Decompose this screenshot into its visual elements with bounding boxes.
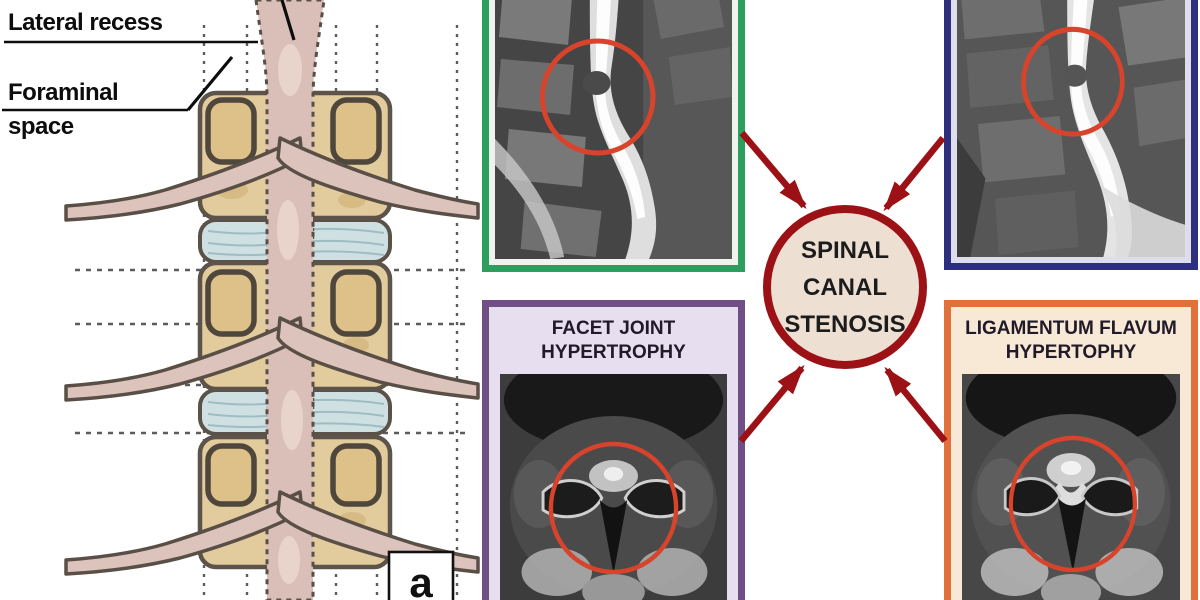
facet-panel-title: FACET JOINT HYPERTROPHY <box>500 317 727 366</box>
sagittal-mri-image <box>957 0 1185 257</box>
pedicles <box>205 97 382 507</box>
vertebrae-shadows <box>957 0 1185 257</box>
converging-arrows <box>738 130 948 444</box>
foraminal-space-label-line1: Foraminal <box>8 79 118 106</box>
nerve-roots <box>64 136 480 576</box>
flavum-title-line2: HYPERTOPHY <box>1005 342 1137 364</box>
mri-panel-flavum-hypertrophy: LIGAMENTUM FLAVUM HYPERTOPHY <box>944 300 1198 600</box>
red-annotation-circle <box>539 38 656 156</box>
panel-letter-box: a <box>387 550 455 600</box>
flavum-panel-title: LIGAMENTUM FLAVUM HYPERTOPHY <box>962 317 1180 366</box>
mri-panel-facet-hypertrophy: FACET JOINT HYPERTROPHY <box>482 300 745 600</box>
red-annotation-circle <box>548 441 679 574</box>
facet-title-line2: HYPERTROPHY <box>541 342 686 364</box>
red-annotation-circle <box>1021 26 1125 137</box>
sagittal-mri-image <box>495 0 732 259</box>
stenosis-circle <box>763 205 927 369</box>
arrow-bottom-left <box>738 364 805 444</box>
facet-title-line1: FACET JOINT <box>551 318 676 339</box>
lateral-recess-label: Lateral recess <box>8 9 163 36</box>
arrow-top-right <box>883 135 946 212</box>
arrow-bottom-right <box>884 366 948 444</box>
csf-column <box>495 0 657 259</box>
leader-lines <box>2 0 296 112</box>
stenosis-label-line1: SPINAL <box>801 237 889 264</box>
stenosis-label-line2: CANAL <box>803 274 887 301</box>
axial-mri-image <box>962 373 1180 600</box>
stenosis-label-line3: STENOSIS <box>784 311 905 338</box>
flavum-title-line1: LIGAMENTUM FLAVUM <box>965 318 1177 339</box>
axial-mri-image <box>500 373 727 600</box>
spine-anatomy-diagram: Lateral recess Foraminal space a <box>2 0 480 600</box>
mri-panel-top-right <box>944 0 1198 270</box>
panel-letter: a <box>409 559 433 600</box>
red-annotation-circle <box>1008 435 1138 572</box>
foraminal-space-label-line2: space <box>8 113 74 140</box>
mri-panel-top-left <box>482 0 745 272</box>
arrow-top-left <box>739 130 807 210</box>
